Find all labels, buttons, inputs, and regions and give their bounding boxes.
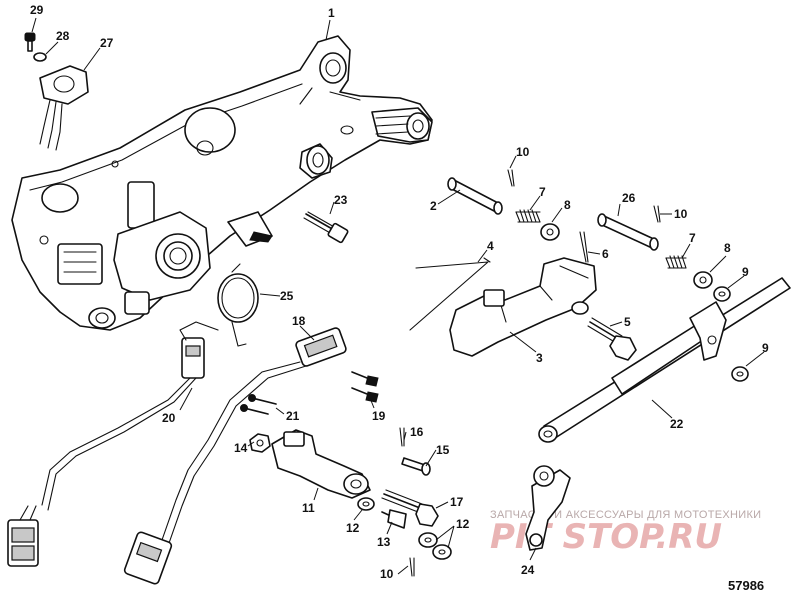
callout-10a: 10 bbox=[516, 145, 530, 159]
callout-10c: 10 bbox=[380, 567, 394, 581]
part-8-washer bbox=[540, 223, 560, 241]
callout-4: 4 bbox=[487, 239, 494, 253]
callout-14: 14 bbox=[234, 441, 248, 455]
leader-lines bbox=[31, 17, 765, 575]
callout-9b: 9 bbox=[762, 341, 769, 355]
part-11-lever bbox=[271, 429, 371, 499]
part-19-screws bbox=[351, 371, 379, 403]
callout-8a: 8 bbox=[564, 198, 571, 212]
part-16-cotter-pin bbox=[399, 427, 405, 447]
part-7-spring-right bbox=[665, 255, 687, 269]
figure-number: 57986 bbox=[728, 578, 764, 593]
callout-24: 24 bbox=[521, 563, 535, 577]
part-5-bolt bbox=[587, 317, 637, 361]
callout-12b: 12 bbox=[456, 517, 470, 531]
part-3-shift-bracket bbox=[449, 257, 597, 357]
part-10-cotter-pin-right bbox=[653, 205, 661, 223]
watermark-tagline: ЗАПЧАСТИ И АКСЕССУАРЫ ДЛЯ МОТОТЕХНИКИ bbox=[490, 509, 761, 521]
part-21-screws bbox=[240, 394, 277, 415]
part-27-sensor bbox=[39, 65, 89, 151]
throttle-body-assembly bbox=[57, 181, 211, 315]
part-10-cotter-pin-top bbox=[507, 169, 515, 187]
bracket-tab bbox=[227, 211, 273, 247]
callout-26: 26 bbox=[622, 191, 636, 205]
callout-labels: 1 2 3 4 5 6 7 7 8 8 9 9 10 10 10 11 12 1… bbox=[30, 3, 769, 581]
callout-25: 25 bbox=[280, 289, 294, 303]
part-23-bolt bbox=[303, 211, 349, 244]
callout-28: 28 bbox=[56, 29, 70, 43]
part-2-shaft bbox=[447, 177, 503, 215]
part-9-washers bbox=[713, 286, 749, 382]
part-17-bolt bbox=[381, 489, 439, 527]
part-20-harness bbox=[7, 321, 219, 567]
part-25-spring bbox=[217, 263, 259, 347]
part-22-shift-rod bbox=[538, 277, 791, 443]
callout-6: 6 bbox=[602, 247, 609, 261]
part-12-washers bbox=[357, 497, 452, 560]
callout-16: 16 bbox=[410, 425, 424, 439]
callout-21: 21 bbox=[286, 409, 300, 423]
callout-11: 11 bbox=[302, 501, 315, 515]
part-29-screw bbox=[24, 32, 36, 52]
callout-27: 27 bbox=[100, 36, 114, 50]
callout-5: 5 bbox=[624, 315, 631, 329]
callout-9a: 9 bbox=[742, 265, 749, 279]
callout-13: 13 bbox=[377, 535, 391, 549]
part-4-link-rod bbox=[409, 257, 491, 331]
part-28-washer bbox=[33, 52, 47, 62]
callout-7a: 7 bbox=[539, 185, 546, 199]
part-18-connector bbox=[123, 327, 347, 585]
part-7-spring bbox=[515, 209, 541, 223]
callout-12a: 12 bbox=[346, 521, 360, 535]
callout-10b: 10 bbox=[674, 207, 688, 221]
callout-15: 15 bbox=[436, 443, 450, 457]
callout-2: 2 bbox=[430, 199, 437, 213]
callout-22: 22 bbox=[670, 417, 684, 431]
part-26-shaft bbox=[597, 213, 659, 251]
callout-18: 18 bbox=[292, 314, 306, 328]
callout-7b: 7 bbox=[689, 231, 696, 245]
callout-17: 17 bbox=[450, 495, 464, 509]
part-15-pin bbox=[401, 457, 431, 476]
bracket-bushing bbox=[299, 143, 333, 179]
callout-1: 1 bbox=[328, 6, 335, 20]
part-8-washer-right bbox=[693, 271, 713, 289]
part-14-nut bbox=[249, 433, 271, 453]
watermark-logo: PIT STOP.RU bbox=[490, 517, 722, 557]
callout-3: 3 bbox=[536, 351, 543, 365]
part-13-screw bbox=[381, 509, 407, 529]
part-6-cotter-pin bbox=[579, 231, 589, 263]
part-10-cotter-pin-bottom bbox=[409, 557, 415, 577]
callout-23: 23 bbox=[334, 193, 348, 207]
callout-20: 20 bbox=[162, 411, 176, 425]
callout-8b: 8 bbox=[724, 241, 731, 255]
callout-19: 19 bbox=[372, 409, 386, 423]
part-24-linkage bbox=[525, 465, 571, 551]
callout-29: 29 bbox=[30, 3, 44, 17]
